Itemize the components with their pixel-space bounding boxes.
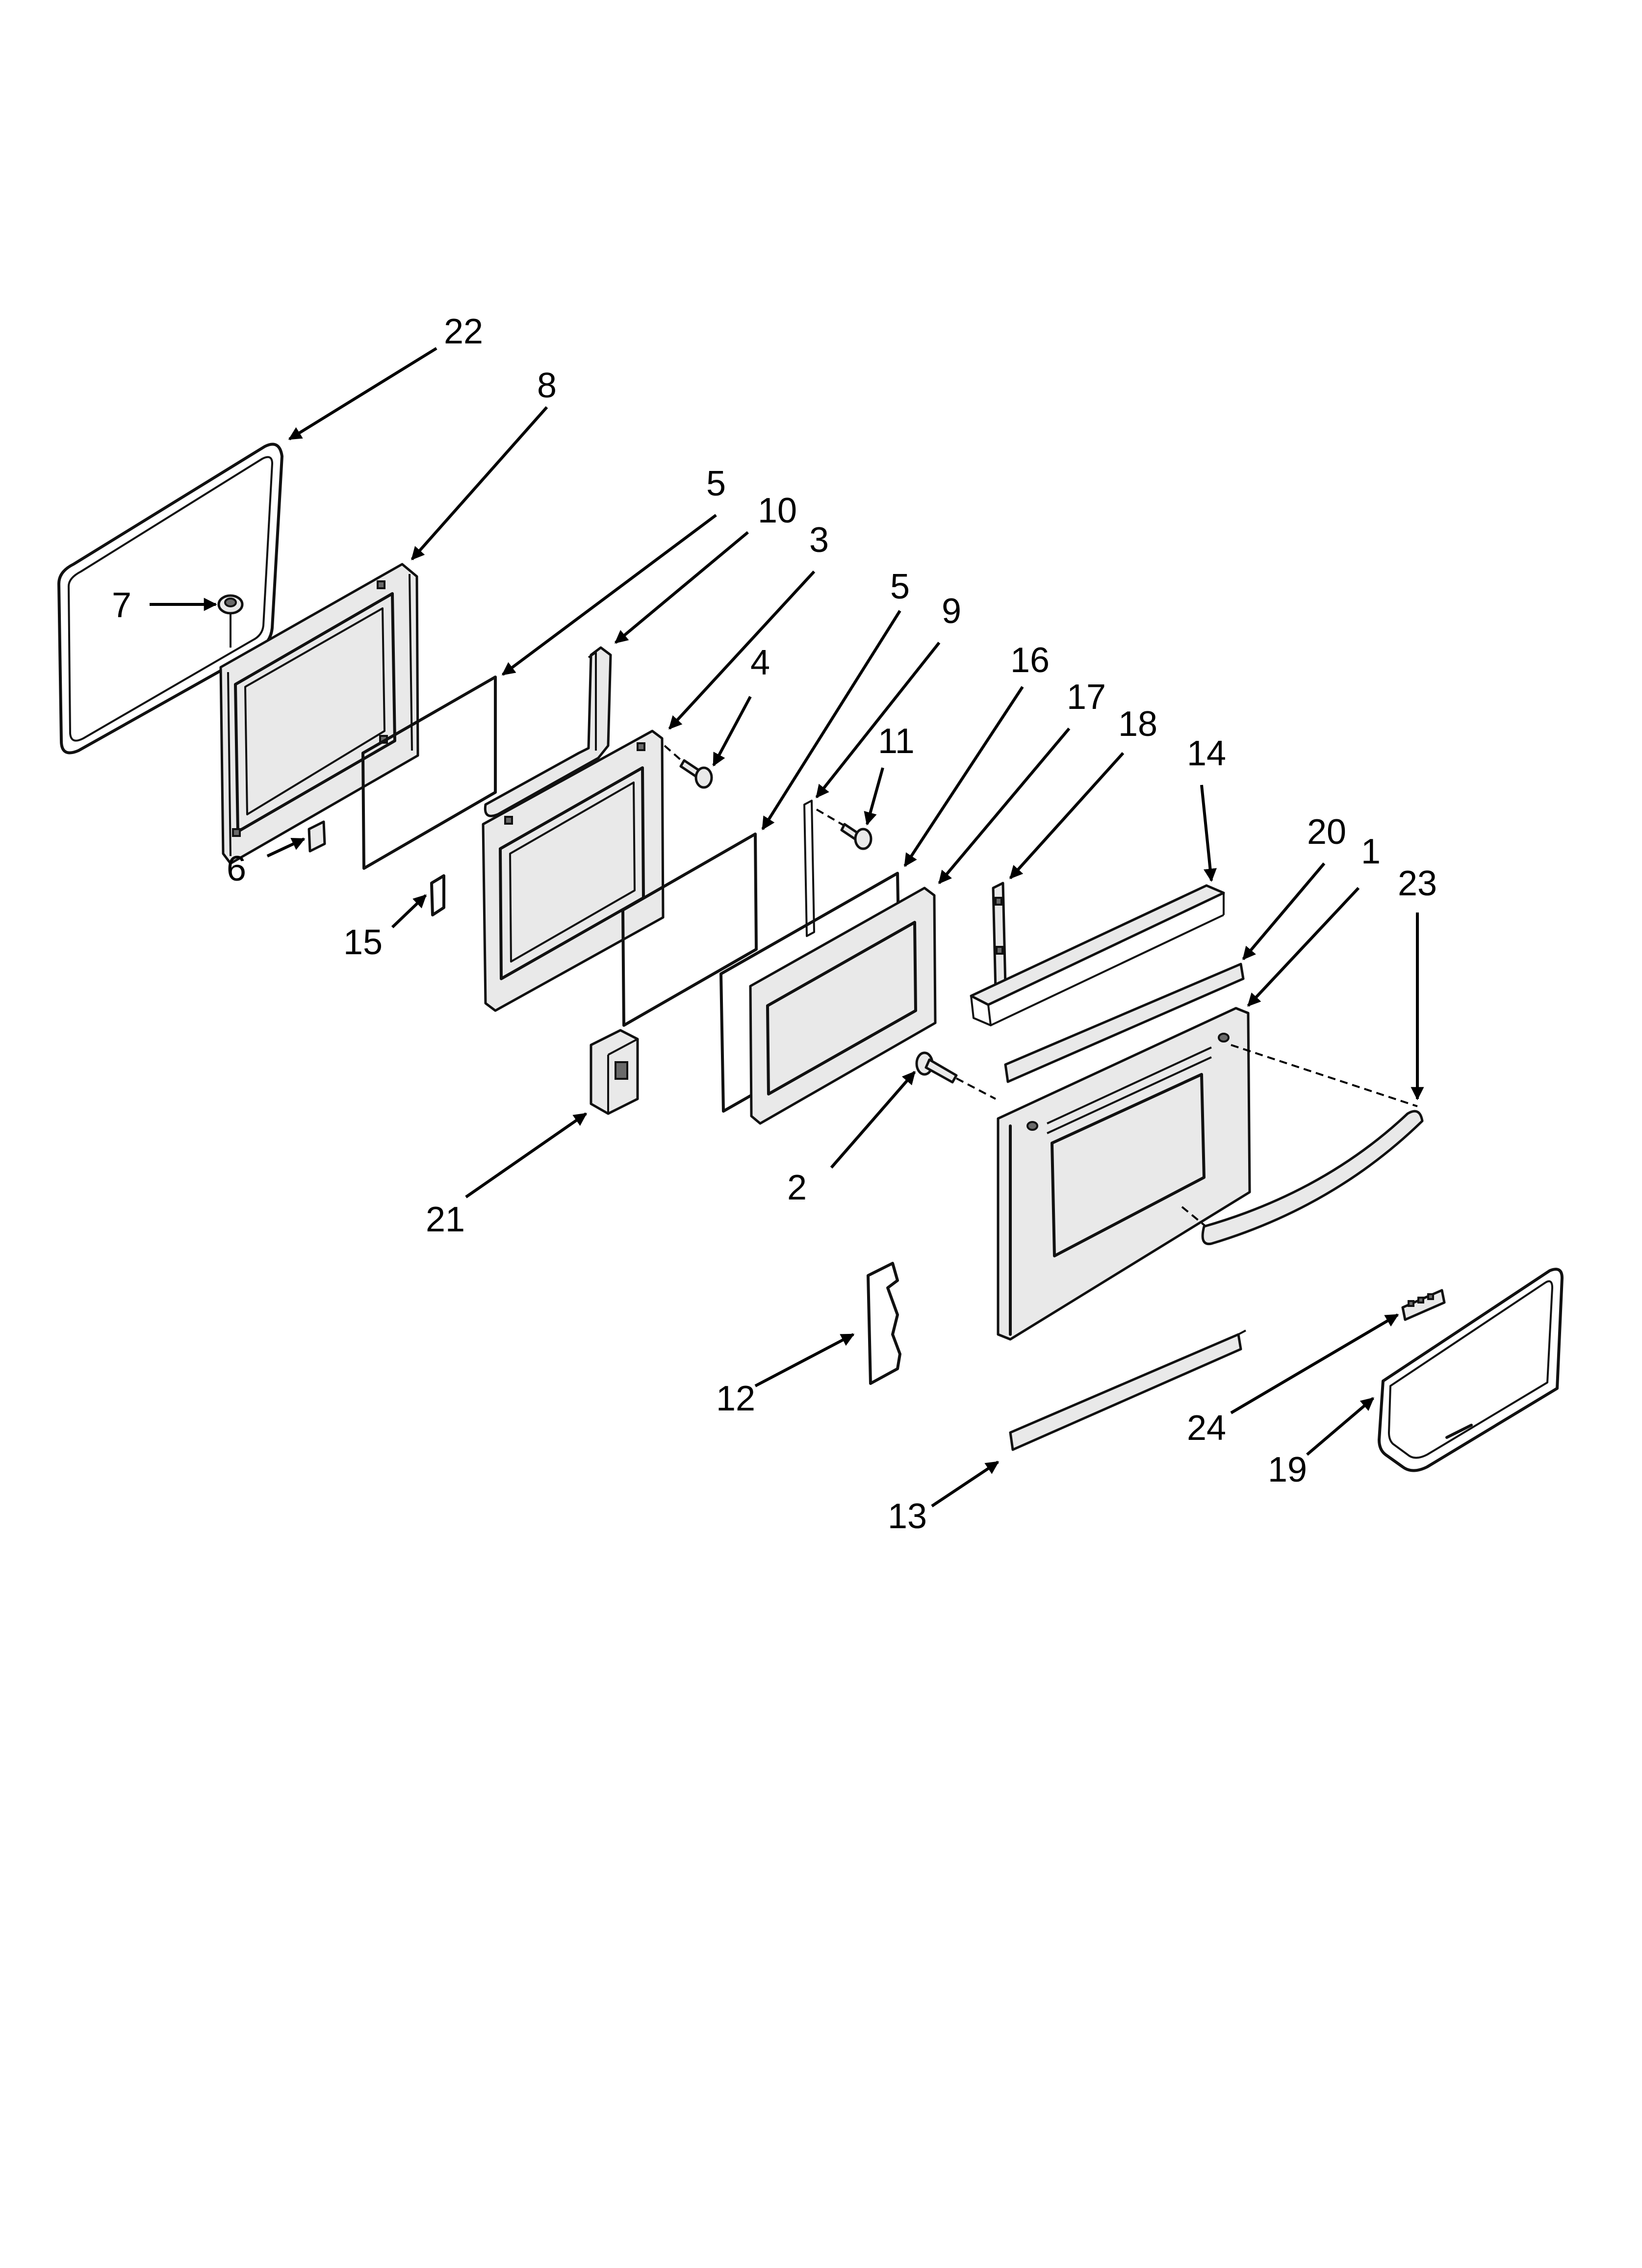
part-glass-frame [749,886,937,1125]
leader-11 [864,767,884,826]
callout-19: 19 [1268,1450,1307,1489]
part-middle-door-frame [482,730,665,1012]
leader-4 [712,696,752,767]
callout-8: 8 [537,366,557,405]
leader-22 [288,347,437,441]
part-outer-door-panel [997,1007,1251,1341]
part-trim-strip [1004,963,1245,1083]
part-insulation-channel [484,646,612,817]
callout-3: 3 [809,521,829,560]
callout-22: 22 [444,312,483,351]
part-screw-top [664,745,713,789]
leader-14 [1200,784,1217,882]
leader-3 [668,570,816,730]
part-glass-panel-inner [361,676,497,870]
callout-21: 21 [426,1200,465,1239]
callout-4: 4 [750,643,770,682]
part-inner-door-frame [219,563,419,865]
callout-12: 12 [716,1379,755,1418]
leader-21 [465,1112,588,1199]
part-handle [1181,1044,1424,1246]
leader-10 [614,531,749,644]
part-glass-panel-middle [621,833,758,1027]
part-control-bracket [590,1029,639,1115]
callout-9: 9 [942,592,961,631]
part-side-insulation [867,1262,901,1385]
part-screw-middle [816,808,872,850]
leader-arrows [150,347,1424,1508]
leader-1 [1247,886,1360,1007]
leader-6 [266,837,306,858]
leader-20 [1242,862,1326,961]
callout-11: 11 [878,722,915,761]
callout-20: 20 [1307,812,1346,852]
leader-5a [501,514,717,676]
part-badge [1401,1289,1446,1321]
callout-17: 17 [1067,678,1106,717]
leader-15 [391,894,427,929]
callout-5a: 5 [706,464,726,503]
callout-labels: 22 8 7 5 10 3 4 6 15 5 9 16 17 18 11 14 … [112,312,1437,1536]
leader-19 [1306,1397,1375,1456]
part-grommet [217,594,244,648]
part-clip [308,820,326,853]
callout-18: 18 [1118,704,1157,744]
part-bottom-trim [1009,1330,1246,1451]
part-bracket-strip [803,800,815,937]
callout-5b: 5 [890,567,910,606]
callout-14: 14 [1187,734,1226,773]
leader-24 [1230,1313,1399,1414]
leader-17 [938,728,1071,885]
leader-2 [830,1070,916,1169]
callout-10: 10 [758,491,797,530]
part-pad [430,874,445,916]
leader-18 [1009,752,1125,880]
callout-16: 16 [1010,641,1050,680]
leader-12 [754,1333,855,1387]
callout-15: 15 [343,923,383,962]
callout-24: 24 [1187,1408,1226,1448]
callout-1: 1 [1361,832,1381,871]
leader-8 [410,406,548,561]
callout-13: 13 [888,1497,927,1536]
callout-6: 6 [227,849,246,888]
part-hinge-bracket [992,882,1007,992]
leader-13 [931,1460,1000,1508]
leader-9 [815,642,941,799]
part-top-channel [970,884,1225,1026]
callout-7: 7 [112,586,131,625]
leader-16 [903,686,1024,867]
part-shoulder-bolt [915,1051,996,1100]
callout-2: 2 [787,1168,807,1207]
leader-5b [761,610,901,831]
callout-23: 23 [1398,864,1437,903]
part-bottom-gasket [1378,1268,1564,1472]
